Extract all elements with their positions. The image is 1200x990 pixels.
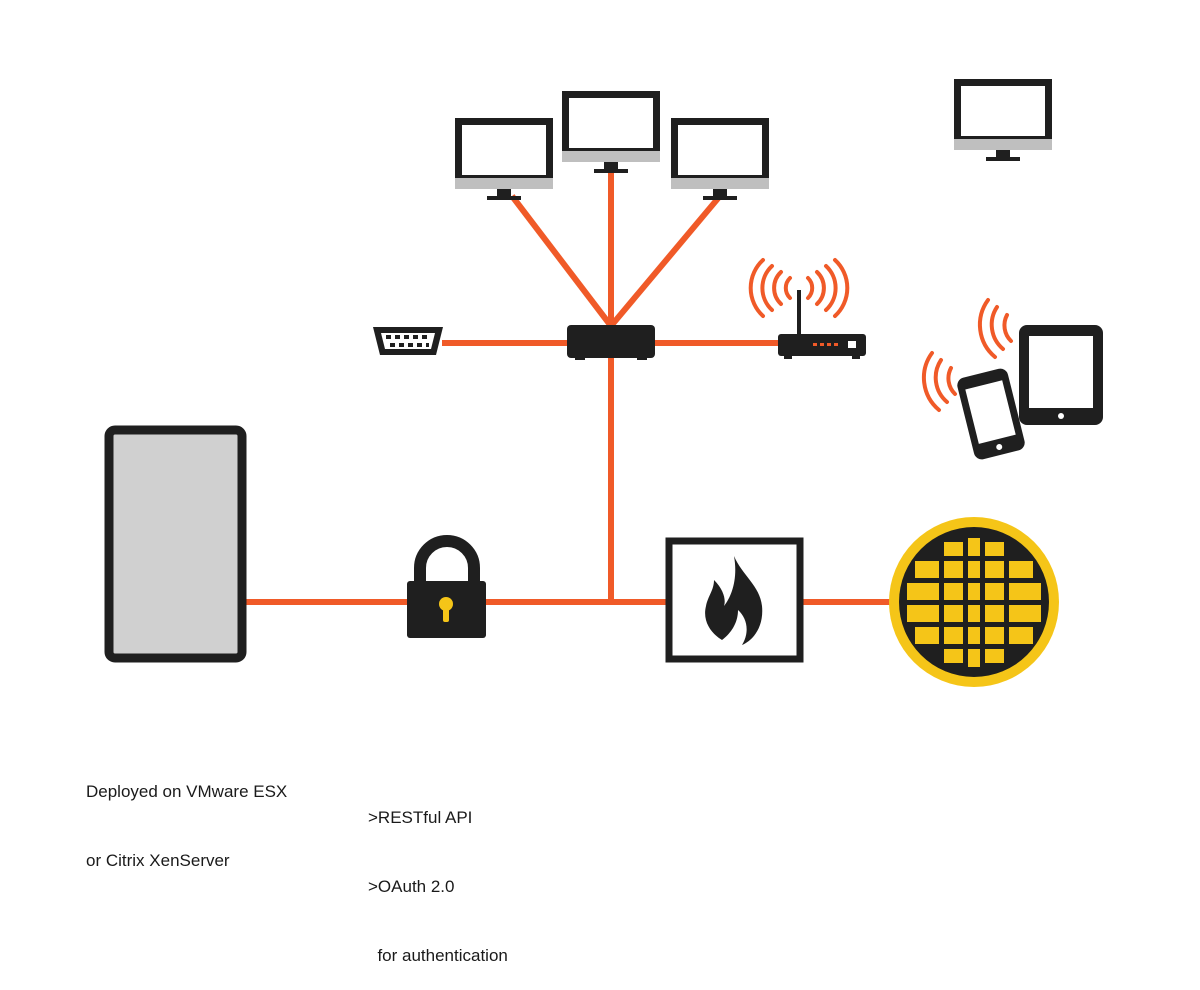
link-switch-monitor-right: [608, 194, 723, 328]
wireless-signal-icon: [977, 298, 1013, 359]
server-caption-line-1: Deployed on VMware ESX: [86, 782, 288, 801]
wireless-signal-icon: [748, 258, 850, 318]
api-caption: >RESTful API >OAuth 2.0 for authenticati…: [368, 760, 508, 990]
wifi-router-icon: [778, 290, 866, 359]
server-caption-line-2: or Citrix XenServer: [86, 851, 230, 870]
desktop-monitor-icon: [562, 91, 660, 173]
server-appliance-icon: [104, 425, 247, 663]
link-switch-monitor-left: [509, 194, 614, 328]
api-caption-line-2: >OAuth 2.0: [368, 877, 455, 896]
desktop-monitor-icon: [954, 79, 1052, 161]
desktop-monitor-icon: [671, 118, 769, 200]
firewall-icon: [665, 537, 804, 663]
server-caption: Deployed on VMware ESX or Citrix XenServ…: [86, 734, 287, 895]
network-diagram: [104, 79, 1103, 687]
padlock-icon: [407, 535, 486, 638]
globe-icon: [889, 517, 1059, 687]
wireless-signal-icon: [921, 351, 957, 412]
api-caption-line-1: >RESTful API: [368, 808, 473, 827]
tablet-icon: [1019, 325, 1103, 425]
smartphone-icon: [957, 368, 1025, 460]
desktop-monitor-icon: [455, 118, 553, 200]
api-caption-line-3: for authentication: [368, 946, 508, 965]
connection-lines: [246, 170, 890, 605]
network-switch-icon: [567, 325, 655, 360]
serial-port-icon: [373, 327, 443, 355]
